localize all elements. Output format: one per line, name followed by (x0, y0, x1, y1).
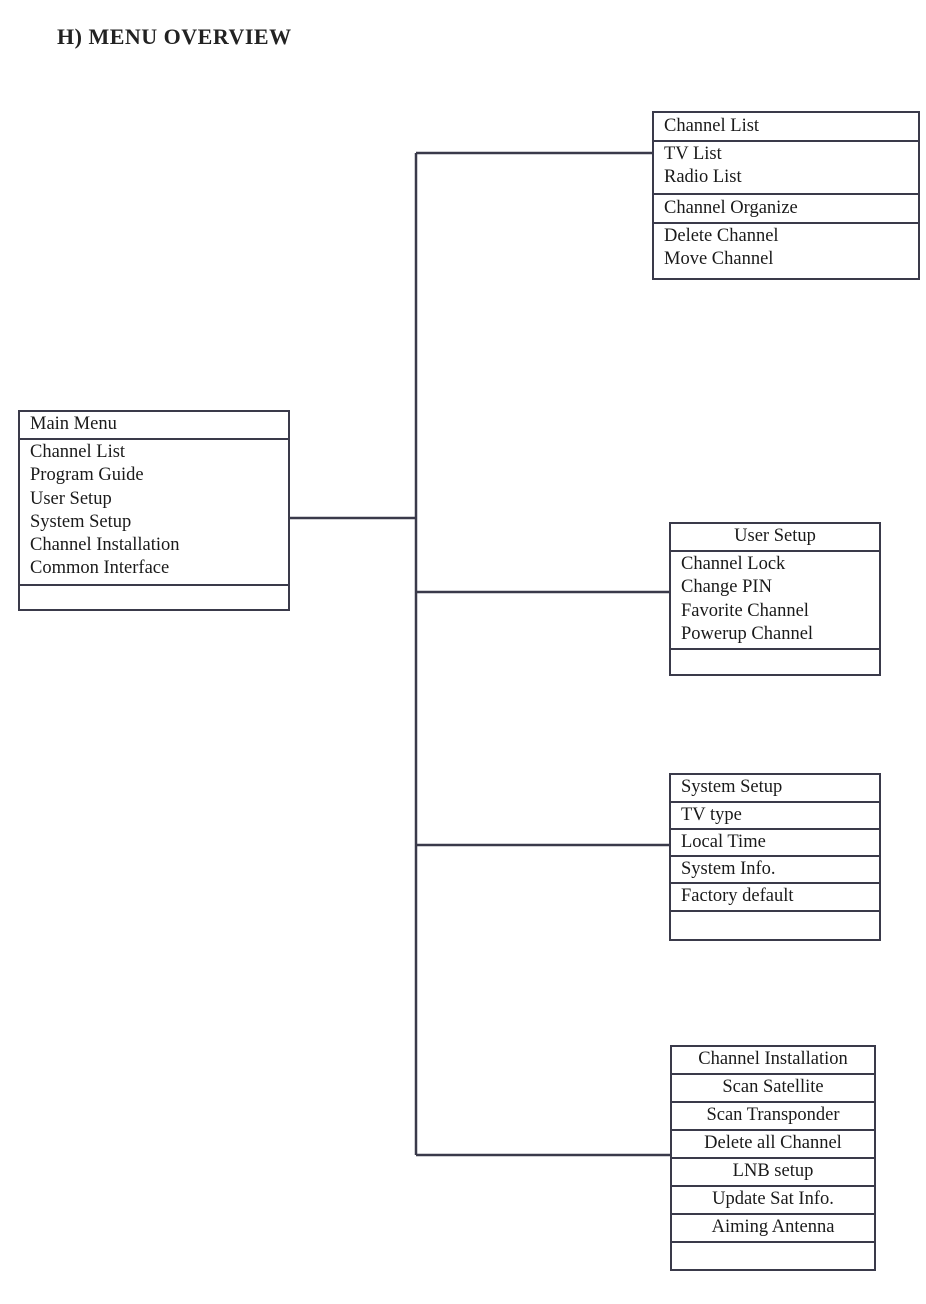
system-setup-item-system-info: System Info. (671, 857, 879, 884)
main-menu-items: Channel List Program Guide User Setup Sy… (20, 440, 288, 586)
main-menu-item-common-interface: Common Interface (30, 558, 170, 579)
channel-list-box: Channel List TV List Radio List Channel … (652, 111, 920, 280)
channel-list-group-1: TV List Radio List (654, 142, 918, 195)
channel-installation-item-scan-transponder: Scan Transponder (672, 1103, 874, 1131)
channel-list-group-2: Delete Channel Move Channel (654, 224, 918, 277)
main-menu-box: Main Menu Channel List Program Guide Use… (18, 410, 290, 611)
user-setup-item-powerup-channel: Powerup Channel (681, 623, 814, 644)
channel-organize-header: Channel Organize (654, 195, 918, 224)
main-menu-header: Main Menu (20, 412, 288, 440)
system-setup-blank-row (671, 912, 879, 935)
main-menu-item-program-guide: Program Guide (30, 465, 144, 486)
main-menu-blank-row (20, 586, 288, 609)
channel-list-item-delete-channel: Delete Channel (664, 226, 779, 246)
main-menu-item-channel-installation: Channel Installation (30, 535, 180, 556)
user-setup-item-favorite-channel: Favorite Channel (681, 600, 809, 621)
channel-list-item-tv-list: TV List (664, 144, 722, 164)
channel-installation-item-aiming-antenna: Aiming Antenna (672, 1215, 874, 1243)
channel-installation-item-scan-satellite: Scan Satellite (672, 1075, 874, 1103)
user-setup-item-channel-lock: Channel Lock (681, 554, 786, 574)
user-setup-blank-row (671, 650, 879, 673)
main-menu-item-user-setup: User Setup (30, 488, 112, 509)
page-title: H) MENU OVERVIEW (57, 24, 292, 49)
system-setup-item-local-time: Local Time (671, 830, 879, 857)
system-setup-item-factory-default: Factory default (671, 884, 879, 912)
channel-list-item-radio-list: Radio List (664, 167, 742, 188)
channel-list-header: Channel List (654, 113, 918, 142)
user-setup-item-change-pin: Change PIN (681, 577, 772, 598)
user-setup-header: User Setup (671, 524, 879, 552)
system-setup-item-tv-type: TV type (671, 803, 879, 830)
user-setup-box: User Setup Channel Lock Change PIN Favor… (669, 522, 881, 676)
main-menu-item-channel-list: Channel List (30, 442, 126, 462)
channel-installation-item-update-sat-info: Update Sat Info. (672, 1187, 874, 1215)
channel-installation-item-lnb-setup: LNB setup (672, 1159, 874, 1187)
channel-list-item-move-channel: Move Channel (664, 249, 774, 270)
system-setup-header: System Setup (671, 775, 879, 803)
channel-installation-blank-row (672, 1243, 874, 1266)
system-setup-box: System Setup TV type Local Time System I… (669, 773, 881, 941)
main-menu-item-system-setup: System Setup (30, 511, 132, 532)
user-setup-items: Channel Lock Change PIN Favorite Channel… (671, 552, 879, 650)
channel-installation-box: Channel Installation Scan Satellite Scan… (670, 1045, 876, 1271)
channel-installation-item-delete-all-channel: Delete all Channel (672, 1131, 874, 1159)
channel-installation-header: Channel Installation (672, 1047, 874, 1075)
